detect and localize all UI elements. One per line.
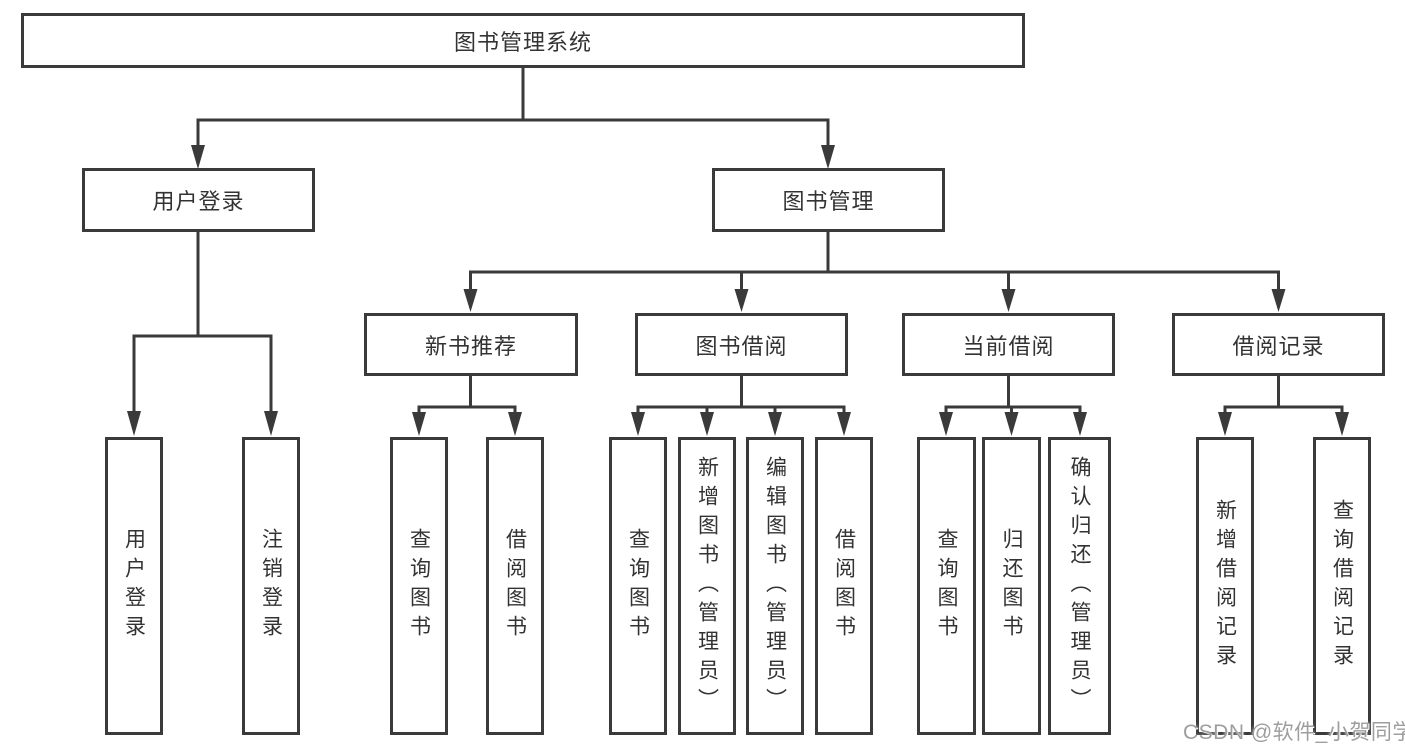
node-borrowing-records: 借阅记录 xyxy=(1172,313,1385,376)
leaf-query-books-borrowing: 查询图书 xyxy=(609,437,667,735)
leaf-return-books: 归还图书 xyxy=(982,437,1041,735)
leaf-logout: 注销登录 xyxy=(242,437,300,735)
leaf-query-borrow-record: 查询借阅记录 xyxy=(1313,437,1371,735)
leaf-confirm-return-admin: 确认归还（管理员） xyxy=(1048,437,1111,735)
leaf-add-books-admin: 新增图书（管理员） xyxy=(678,437,736,735)
leaf-query-books-recommend: 查询图书 xyxy=(390,437,448,735)
node-book-management: 图书管理 xyxy=(712,168,945,232)
node-current-borrowing: 当前借阅 xyxy=(902,313,1115,376)
node-library-system: 图书管理系统 xyxy=(21,13,1025,68)
arrowheads xyxy=(127,145,1349,436)
leaf-query-books-current: 查询图书 xyxy=(917,437,976,735)
leaf-borrow-books-borrowing: 借阅图书 xyxy=(815,437,873,735)
node-new-book-recommend: 新书推荐 xyxy=(364,313,578,376)
leaf-edit-books-admin: 编辑图书（管理员） xyxy=(746,437,804,735)
csdn-watermark: CSDN @软件_小贺同学 xyxy=(1183,721,1405,744)
leaf-borrow-books-recommend: 借阅图书 xyxy=(486,437,544,735)
node-book-borrowing: 图书借阅 xyxy=(635,313,848,376)
node-user-login: 用户登录 xyxy=(82,168,315,232)
leaf-add-borrow-record: 新增借阅记录 xyxy=(1196,437,1254,735)
leaf-user-login: 用户登录 xyxy=(105,437,163,735)
